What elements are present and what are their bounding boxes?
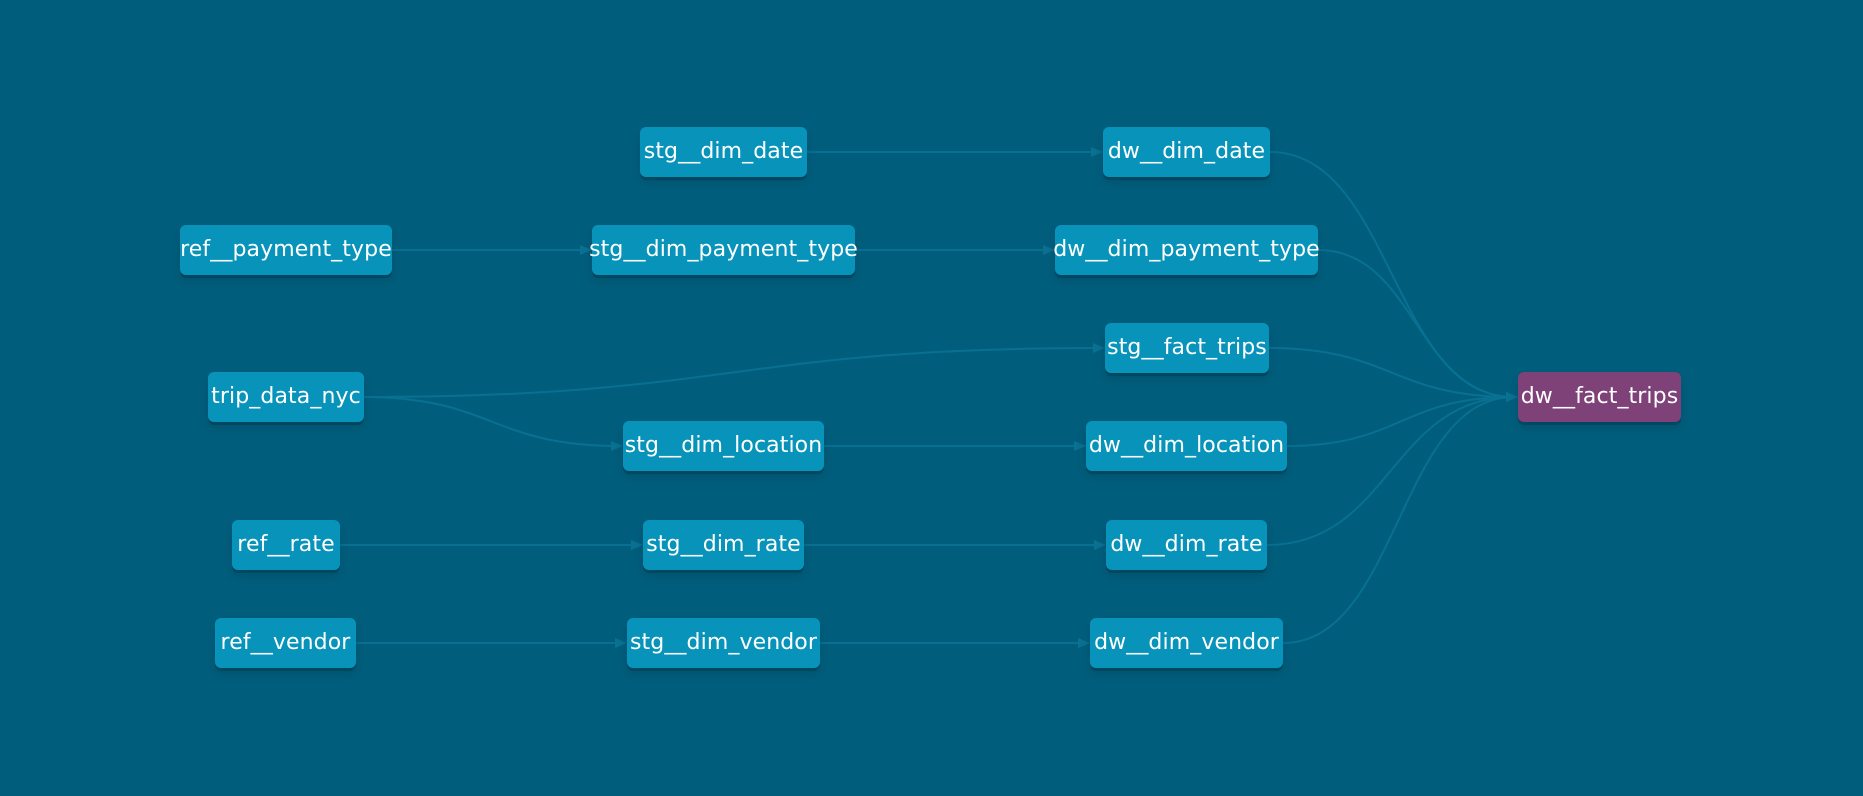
edge-dw-dim-vendor-to-dw-fact-trips [1282,396,1515,644]
edge-dw-dim-location-to-dw-fact-trips [1286,396,1515,447]
node-label: stg__dim_rate [646,532,801,557]
node-label: stg__dim_date [643,139,804,164]
edge-arrowhead [611,441,623,451]
edge-arrowhead [1074,441,1086,451]
node-label: dw__fact_trips [1520,384,1679,409]
edge-arrowhead [1094,540,1106,550]
edge-arrowhead [615,638,627,648]
edge-arrowhead [1093,343,1105,353]
node-label: dw__dim_rate [1110,532,1263,557]
node-dw-dim-vendor[interactable]: dw__dim_vendor [1090,618,1283,668]
edge-arrowhead [1078,638,1090,648]
node-dw-fact-trips[interactable]: dw__fact_trips [1518,372,1681,422]
edge-arrowhead [1091,147,1103,157]
node-label: stg__dim_vendor [629,630,818,655]
edge-trip-data-nyc-to-stg-dim-location [363,396,620,447]
edge-arrowhead [580,245,592,255]
node-label: ref__payment_type [180,237,392,262]
node-label: ref__rate [237,532,335,557]
node-dw-dim-date[interactable]: dw__dim_date [1103,127,1270,177]
node-ref-payment-type[interactable]: ref__payment_type [180,225,392,275]
edge-dw-dim-rate-to-dw-fact-trips [1266,396,1515,546]
node-label: dw__dim_date [1107,139,1266,164]
node-stg-dim-vendor[interactable]: stg__dim_vendor [627,618,820,668]
node-label: dw__dim_vendor [1094,630,1279,655]
edge-dw-dim-payment-type-to-dw-fact-trips [1317,249,1515,398]
node-stg-fact-trips[interactable]: stg__fact_trips [1105,323,1269,373]
node-trip-data-nyc[interactable]: trip_data_nyc [208,372,364,422]
edge-layer [339,147,1518,648]
node-dw-dim-rate[interactable]: dw__dim_rate [1106,520,1267,570]
edge-arrowhead [1506,392,1518,402]
node-label: trip_data_nyc [211,384,361,409]
node-stg-dim-date[interactable]: stg__dim_date [640,127,807,177]
node-stg-dim-payment-type[interactable]: stg__dim_payment_type [589,225,858,275]
node-ref-rate[interactable]: ref__rate [232,520,340,570]
node-label: dw__dim_location [1088,433,1285,458]
node-label: ref__vendor [220,630,351,655]
node-stg-dim-rate[interactable]: stg__dim_rate [643,520,804,570]
node-ref-vendor[interactable]: ref__vendor [215,618,356,668]
node-dw-dim-payment-type[interactable]: dw__dim_payment_type [1053,225,1320,275]
edge-trip-data-nyc-to-stg-fact-trips [363,347,1102,398]
node-label: stg__dim_payment_type [589,237,858,262]
node-stg-dim-location[interactable]: stg__dim_location [623,421,824,471]
edge-stg-fact-trips-to-dw-fact-trips [1268,347,1515,398]
edge-arrowhead [1043,245,1055,255]
node-dw-dim-location[interactable]: dw__dim_location [1086,421,1287,471]
node-label: stg__fact_trips [1107,335,1267,360]
node-label: dw__dim_payment_type [1053,237,1320,262]
edge-arrowhead [631,540,643,550]
node-label: stg__dim_location [624,433,823,458]
